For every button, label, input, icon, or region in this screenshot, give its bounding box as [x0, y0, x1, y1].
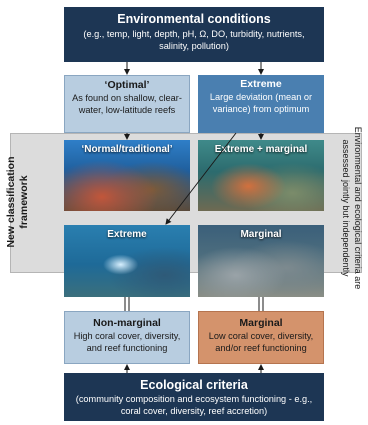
optimal-box: ‘Optimal’ As found on shallow, clear-wat…	[64, 75, 190, 133]
environmental-subtitle: (e.g., temp, light, depth, pH, Ω, DO, tu…	[83, 29, 305, 51]
environmental-conditions-box: Environmental conditions (e.g., temp, li…	[64, 7, 324, 62]
ecological-subtitle: (community composition and ecosystem fun…	[75, 394, 313, 416]
non-marginal-box: Non-marginal High coral cover, diversity…	[64, 311, 190, 364]
marginal-box: Marginal Low coral cover, diversity, and…	[198, 311, 324, 364]
photo-normal-traditional-reef: ‘Normal/traditional’	[64, 140, 190, 211]
optimal-title: ‘Optimal’	[104, 79, 150, 91]
marginal-title: Marginal	[239, 317, 283, 329]
photo-extreme-reef: Extreme	[64, 225, 190, 297]
ecological-title: Ecological criteria	[140, 378, 248, 392]
extreme-title: Extreme	[240, 78, 282, 90]
non-marginal-title: Non-marginal	[93, 317, 161, 329]
photo-extreme-marginal-reef: Extreme + marginal	[198, 140, 324, 211]
marginal-subtitle: Low coral cover, diversity, and/or reef …	[208, 331, 314, 353]
arrow-extreme-to-extreme-photo	[165, 132, 237, 225]
extreme-box: Extreme Large deviation (mean or varianc…	[198, 75, 324, 133]
photo-label-marginal: Marginal	[240, 229, 282, 240]
extreme-subtitle: Large deviation (mean or variance) from …	[209, 92, 313, 114]
photo-marginal-reef: Marginal	[198, 225, 324, 297]
environmental-title: Environmental conditions	[117, 12, 271, 26]
non-marginal-subtitle: High coral cover, diversity, and reef fu…	[73, 331, 181, 353]
photo-label-normal: ‘Normal/traditional’	[81, 144, 173, 155]
ecological-criteria-box: Ecological criteria (community compositi…	[64, 373, 324, 421]
photo-label-extreme-marginal: Extreme + marginal	[214, 144, 308, 155]
photo-label-extreme: Extreme	[107, 229, 147, 240]
optimal-subtitle: As found on shallow, clear-water, low-la…	[72, 93, 182, 115]
